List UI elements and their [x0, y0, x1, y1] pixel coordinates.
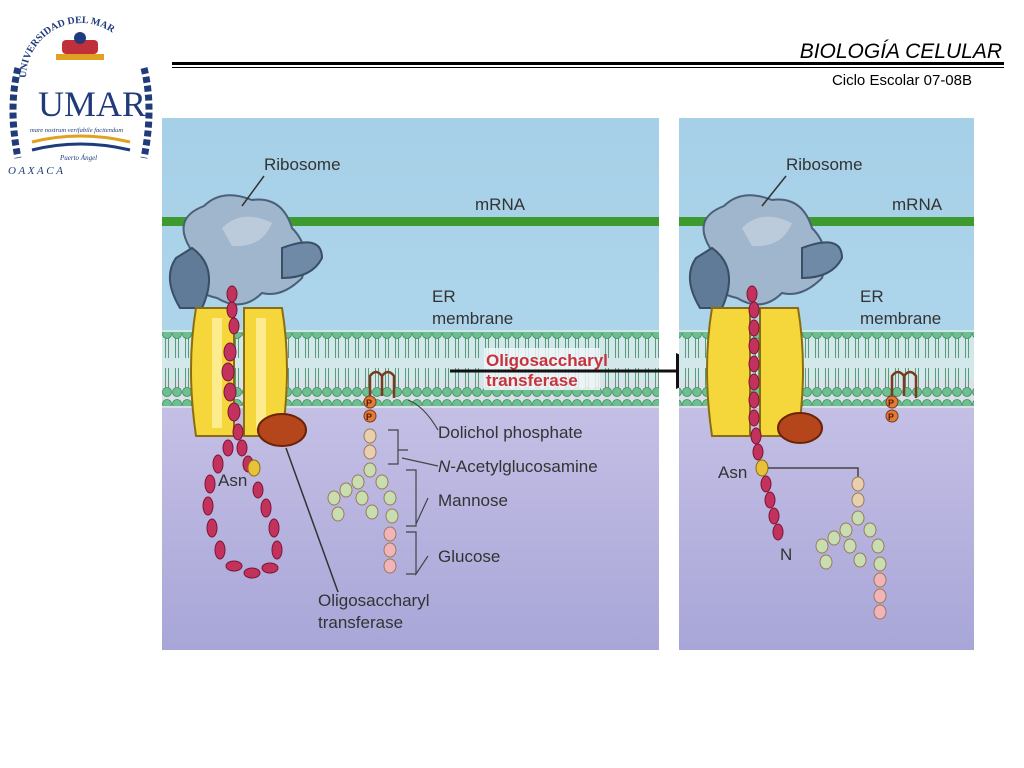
label-asn: Asn	[218, 471, 247, 490]
header-rule-thin	[172, 67, 1004, 68]
label-er-right: ER	[860, 287, 884, 306]
ribosome-right-icon	[689, 194, 844, 309]
logo-initials: UMAR	[38, 84, 146, 124]
label-membrane: membrane	[432, 309, 513, 328]
label-ost-bottom-2: transferase	[318, 613, 403, 632]
label-asn-right: Asn	[718, 463, 747, 482]
asn-residue	[247, 459, 261, 477]
svg-text:P: P	[888, 412, 894, 422]
logo-motto: mare nostrum verifabile facitendum	[30, 127, 123, 134]
oligosaccharide-tree	[327, 428, 399, 574]
right-panel: Ribosome mRNA ER membrane	[679, 118, 974, 650]
svg-text:P: P	[366, 412, 372, 422]
mrna-strand-right	[679, 217, 974, 226]
logo-state: O A X A C A	[8, 165, 63, 177]
page-subtitle: Ciclo Escolar 07-08B	[831, 72, 972, 89]
label-membrane-right: membrane	[860, 309, 941, 328]
left-panel: Ribosome mRNA	[162, 118, 718, 650]
label-dolichol-phosphate: Dolichol phosphate	[438, 423, 583, 442]
label-mannose: Mannose	[438, 491, 508, 510]
oligosaccharyl-transferase-enzyme	[257, 413, 307, 447]
mrna-strand	[162, 217, 659, 226]
ribosome-icon	[169, 194, 324, 309]
ost-enzyme-right	[777, 412, 823, 444]
phosphate-1-icon	[363, 395, 377, 409]
label-ribosome: Ribosome	[264, 155, 341, 174]
attached-oligosaccharide	[815, 476, 887, 620]
logo-place: Puerto Ángel	[59, 154, 97, 162]
logo-emblem-icon	[62, 40, 98, 54]
svg-text:P: P	[888, 398, 894, 408]
polypeptide-chain	[202, 285, 283, 579]
polypeptide-chain-right	[746, 285, 784, 541]
dolichol-anchor	[368, 370, 396, 398]
asn-residue-right	[755, 459, 769, 477]
label-er: ER	[432, 287, 456, 306]
label-mrna: mRNA	[475, 195, 526, 214]
svg-text:P: P	[366, 398, 372, 408]
phosphate-right-1-icon	[885, 395, 899, 409]
label-n-terminus: N	[780, 545, 792, 564]
page-title: BIOLOGÍA CELULAR	[799, 40, 1002, 63]
label-ost-bottom-1: Oligosaccharyl	[318, 591, 430, 610]
header-rule-thick	[172, 62, 1004, 65]
translocon-channel	[190, 307, 288, 437]
translocon-channel-right	[706, 307, 804, 437]
label-mrna-right: mRNA	[892, 195, 943, 214]
label-glucose: Glucose	[438, 547, 500, 566]
university-logo: UNIVERSIDAD DEL MAR UMAR mare nostrum ve…	[4, 8, 158, 178]
label-reaction-enzyme-2: transferase	[486, 371, 578, 390]
glycosylation-diagram: Ribosome mRNA	[162, 118, 974, 650]
phosphate-right-2-icon	[885, 409, 899, 423]
label-ribosome-right: Ribosome	[786, 155, 863, 174]
dolichol-anchor-right	[890, 370, 918, 398]
label-n-acetylglucosamine: N-Acetylglucosamine	[438, 457, 598, 476]
phosphate-2-icon	[363, 409, 377, 423]
label-reaction-enzyme-1: Oligosaccharyl	[486, 351, 608, 370]
